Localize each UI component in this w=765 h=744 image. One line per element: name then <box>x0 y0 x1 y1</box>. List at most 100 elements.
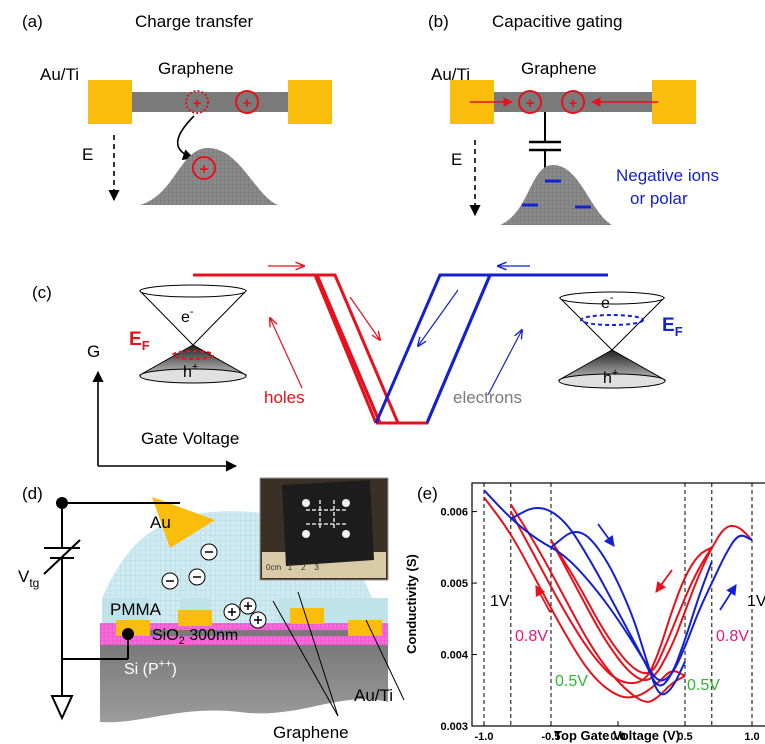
panel-c-label: (c) <box>32 283 52 302</box>
plot-frame <box>471 482 765 727</box>
conductivity-curve <box>483 489 753 682</box>
dirac-cone-left: e- h+ <box>138 284 248 384</box>
panel-a-label: (a) <box>22 12 43 31</box>
dirac-cone-right: e- h+ <box>557 291 667 389</box>
g-axis-label: G <box>87 342 100 361</box>
electrode-d-4 <box>348 620 382 636</box>
annotation-1v-left: 1V <box>490 593 510 610</box>
vacant-charge-icon <box>185 90 209 114</box>
sweep-arrow-blue-up <box>487 330 522 396</box>
panel-a-title: Charge transfer <box>135 12 253 31</box>
x-tick-label: -1.0 <box>475 731 494 743</box>
si-label: Si (P++) <box>124 658 177 678</box>
device-photo: 0cm 1 2 3 <box>259 477 389 581</box>
sweep-arrow-blue-down <box>418 289 459 346</box>
graphene-label-d: Graphene <box>273 723 349 742</box>
x-tick-label: 1.0 <box>744 731 759 743</box>
svg-text:+: + <box>243 95 252 112</box>
sweep-arrow <box>597 523 615 547</box>
field-label-a: E <box>82 145 93 164</box>
holes-label: holes <box>264 388 305 407</box>
panel-b: (b) Capacitive gating Graphene Au/Ti + +… <box>428 12 719 225</box>
graphene-strip-a <box>132 92 288 112</box>
svg-text:+: + <box>193 95 202 112</box>
voltage-axis-label: Gate Voltage <box>141 429 239 448</box>
adsorbate-mound-a <box>140 148 278 205</box>
svg-text:+: + <box>200 161 209 178</box>
sweep-arrow-red-down <box>349 296 380 340</box>
y-tick-label: 0.004 <box>440 650 468 662</box>
voltage-guides <box>483 483 753 726</box>
terminal-dot <box>56 497 68 509</box>
sweep-arrow <box>655 569 673 593</box>
y-tick-label: 0.003 <box>440 721 468 733</box>
si-substrate <box>100 645 388 723</box>
conductivity-curve <box>509 511 713 685</box>
svg-text:e-: e- <box>181 306 194 326</box>
sweep-arrow-red-up <box>270 318 303 389</box>
panel-e-label: (e) <box>417 484 438 503</box>
graphene-strip-b <box>494 92 652 112</box>
electrode-d-2 <box>178 610 212 626</box>
panel-d: (d) PMMA SiO2 300nm Si (P++) Au <box>18 477 405 742</box>
graphene-label-b: Graphene <box>521 59 597 78</box>
graphene-strip-d <box>132 630 370 636</box>
electrode-label-b: Au/Ti <box>431 65 470 84</box>
annotation-0-8v-right: 0.8V <box>716 628 749 645</box>
sweep-arrow <box>535 585 551 613</box>
svg-text:h+: h+ <box>183 361 198 381</box>
tip-label: Au <box>150 513 171 532</box>
y-tick-label: 0.006 <box>440 507 468 519</box>
conductivity-curves <box>483 489 753 703</box>
panel-c: (c) G Gate Voltage holes electrons <box>32 266 683 472</box>
graphene-label-a: Graphene <box>158 59 234 78</box>
sweep-arrow <box>719 584 737 611</box>
transfer-arrow <box>176 115 195 160</box>
electrode-left-a <box>88 80 132 124</box>
vtg-label: Vtg <box>18 567 39 590</box>
hole-charge-icon <box>561 90 585 114</box>
electrode-right-a <box>288 80 332 124</box>
fermi-level-left <box>172 350 214 360</box>
ions-label-line2: or polar <box>630 189 688 208</box>
negative-ion-icons <box>522 179 591 209</box>
svg-text:e-: e- <box>601 292 614 312</box>
electrons-label: electrons <box>453 388 522 407</box>
hole-charge-icon <box>518 90 542 114</box>
au-gate-tip <box>152 497 215 548</box>
x-tick-label: 0.0 <box>610 731 625 743</box>
pmma-label: PMMA <box>110 600 162 619</box>
fermi-label-left: EF <box>129 329 150 353</box>
capacitor-icon <box>529 112 561 172</box>
hole-charge-icon <box>235 90 259 114</box>
ions-label-line1: Negative ions <box>616 166 719 185</box>
sio2-label: SiO2 300nm <box>152 627 238 647</box>
transferred-charge-icon <box>192 156 216 180</box>
panel-a: (a) Charge transfer Graphene Au/Ti + + +… <box>22 12 332 205</box>
annotation-0-5v-right: 0.5V <box>687 677 720 694</box>
panel-b-title: Capacitive gating <box>492 12 622 31</box>
x-axis-title: Top Gate Voltage (V) <box>554 728 680 743</box>
conductivity-curve <box>509 503 686 703</box>
conductivity-curve <box>550 524 753 682</box>
conductivity-curve <box>510 507 713 687</box>
conductivity-curve <box>550 531 686 696</box>
conductivity-curve <box>550 539 713 675</box>
annotation-1v-right: 1V <box>747 593 765 610</box>
electrode-d-3 <box>290 608 324 624</box>
x-tick-label: -0.5 <box>542 731 561 743</box>
fermi-label-right: EF <box>662 315 683 339</box>
adsorbate-mound-b <box>500 165 612 225</box>
y-tick-label: 0.005 <box>440 578 468 590</box>
electron-doped-curve <box>193 273 608 425</box>
annotation-0-5v-left: 0.5V <box>555 673 588 690</box>
ground-icon <box>50 695 74 721</box>
svg-text:+: + <box>569 95 578 112</box>
fermi-level-right <box>580 314 644 326</box>
electrode-label-a: Au/Ti <box>40 65 79 84</box>
y-axis-title: Conductivity (S) <box>404 554 419 654</box>
electrode-label-d: Au/Ti <box>354 686 393 705</box>
